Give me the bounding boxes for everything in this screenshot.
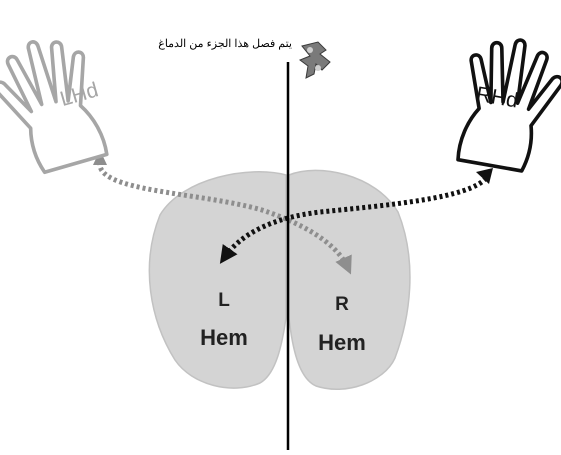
left-hemisphere-letter: L <box>218 290 230 311</box>
right-hemisphere-word: Hem <box>318 330 366 355</box>
left-hemisphere <box>148 171 287 389</box>
right-hemisphere-letter: R <box>335 294 349 315</box>
gray-arrow-left-hand-to-right-hemisphere <box>97 161 352 275</box>
cut-caption: يتم فصل هذا الجزء من الدماغ <box>158 38 292 50</box>
scissors-icon <box>298 41 331 79</box>
black-arrow-right-hand-to-left-hemisphere <box>219 176 488 264</box>
right-hemisphere <box>288 169 411 390</box>
black-arrowhead-right-hand <box>476 168 493 184</box>
left-hemisphere-word: Hem <box>200 325 248 350</box>
left-hand-icon <box>0 27 113 181</box>
